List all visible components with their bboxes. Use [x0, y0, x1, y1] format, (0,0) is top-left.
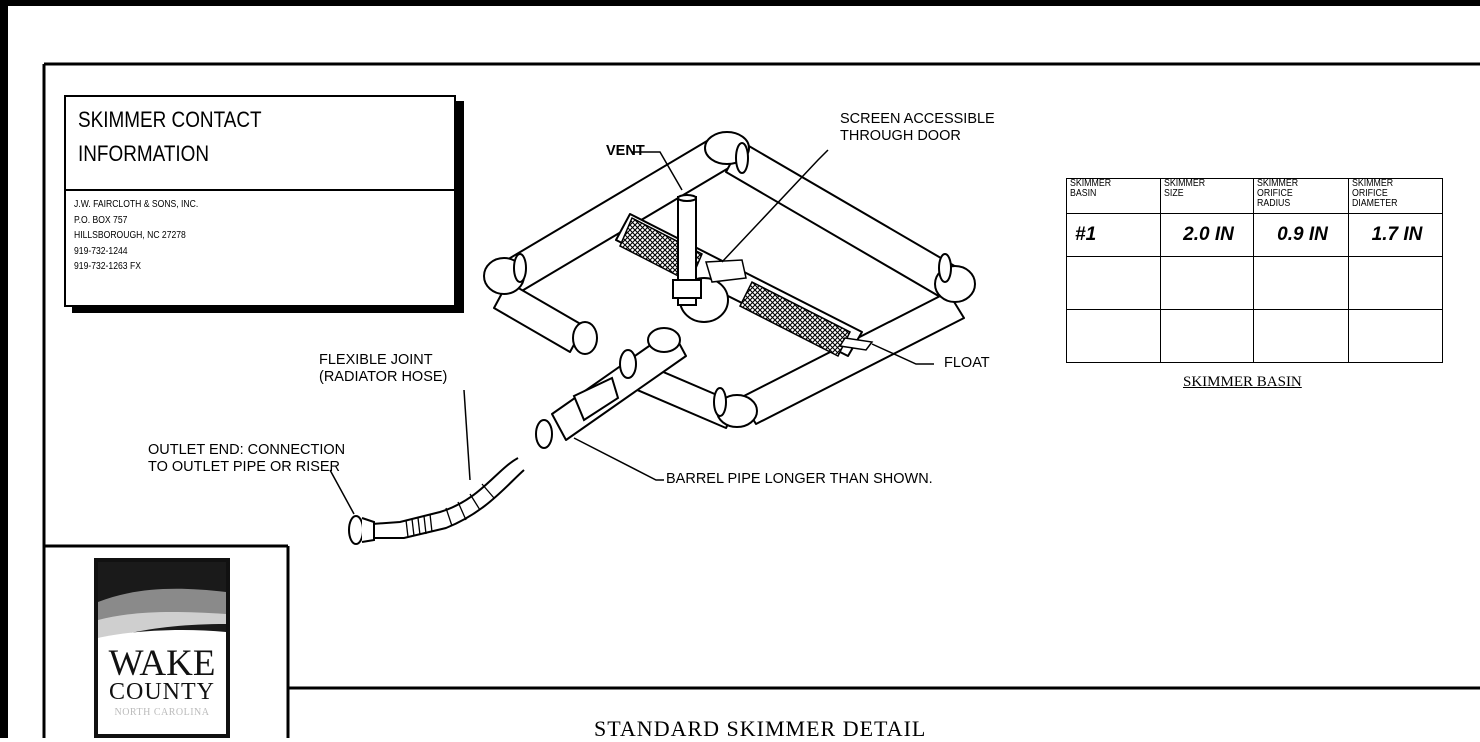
float-label: FLOAT — [944, 355, 990, 371]
screen-leader — [721, 149, 829, 263]
logo-word-state: NORTH CAROLINA — [114, 707, 210, 718]
screen-mesh-right — [738, 280, 852, 358]
outlet-end-line1: OUTLET END: CONNECTION — [148, 442, 346, 458]
vent-label: VENT — [606, 143, 645, 159]
contact-phone: 919-732-1244 — [74, 245, 128, 257]
outlet-end-label: OUTLET END: CONNECTION TO OUTLET PIPE OR… — [148, 442, 345, 476]
table-cell — [1253, 256, 1349, 310]
table-header-cell: SKIMMER ORIFICE DIAMETER — [1348, 178, 1443, 214]
screen-label-line2: THROUGH DOOR — [840, 128, 961, 144]
outlet-end-line2: TO OUTLET PIPE OR RISER — [148, 459, 341, 475]
detail-title: STANDARD SKIMMER DETAIL — [594, 716, 927, 741]
table-header-cell: SKIMMER SIZE — [1160, 178, 1254, 214]
cell-radius: 0.9 IN — [1253, 213, 1349, 257]
table-cell — [1066, 309, 1161, 363]
table-cell — [1348, 256, 1443, 310]
contact-info-box: SKIMMER CONTACT INFORMATION J.W. FAIRCLO… — [64, 95, 456, 307]
table-cell — [1348, 309, 1443, 363]
table-row: #1 2.0 IN 0.9 IN 1.7 IN — [1066, 213, 1443, 257]
flexible-joint-line1: FLEXIBLE JOINT — [319, 352, 433, 368]
pipe-right-lower — [739, 291, 965, 425]
table-header-cell: SKIMMER ORIFICE RADIUS — [1253, 178, 1349, 214]
flexible-joint-label: FLEXIBLE JOINT (RADIATOR HOSE) — [319, 352, 447, 386]
cell-basin: #1 — [1066, 213, 1161, 257]
header-diameter: SKIMMER ORIFICE DIAMETER — [1352, 178, 1398, 209]
skimmer-table: SKIMMER BASIN SKIMMER SIZE SKIMMER ORIFI… — [1066, 178, 1443, 363]
table-row — [1066, 256, 1443, 310]
wake-county-logo: WAKE COUNTY NORTH CAROLINA — [94, 558, 230, 738]
table-cell — [1160, 309, 1254, 363]
barrel-leader — [573, 437, 664, 481]
logo-word-wake: WAKE — [108, 643, 216, 684]
contact-fax: 919-732-1263 FX — [74, 261, 141, 272]
float-leader — [871, 343, 934, 365]
header-size: SKIMMER SIZE — [1164, 178, 1206, 199]
header-radius: SKIMMER ORIFICE RADIUS — [1257, 178, 1299, 209]
screen-label-line1: SCREEN ACCESSIBLE — [840, 111, 995, 127]
header-basin: SKIMMER BASIN — [1070, 178, 1112, 199]
cell-diameter: 1.7 IN — [1348, 213, 1443, 257]
flex-leader — [463, 389, 471, 481]
flexible-hose — [371, 457, 519, 525]
table-cell — [1253, 309, 1349, 363]
flexible-joint-line2: (RADIATOR HOSE) — [319, 369, 448, 385]
table-cell — [1066, 256, 1161, 310]
cell-size: 2.0 IN — [1160, 213, 1254, 257]
table-header-cell: SKIMMER BASIN — [1066, 178, 1161, 214]
contact-details: J.W. FAIRCLOTH & SONS, INC. P.O. BOX 757… — [74, 197, 198, 275]
pipe-left-arm — [493, 281, 585, 353]
contact-city: HILLSBOROUGH, NC 27278 — [74, 230, 186, 241]
contact-title: SKIMMER CONTACT INFORMATION — [78, 103, 262, 171]
contact-pobox: P.O. BOX 757 — [74, 214, 128, 226]
table-cell — [1160, 256, 1254, 310]
contact-company: J.W. FAIRCLOTH & SONS, INC. — [74, 199, 199, 210]
logo-word-county: COUNTY — [109, 679, 215, 705]
vent-leader — [632, 151, 683, 191]
table-caption: SKIMMER BASIN — [1183, 374, 1302, 390]
table-row — [1066, 309, 1443, 363]
screen-label: SCREEN ACCESSIBLE THROUGH DOOR — [840, 111, 995, 145]
outlet-leader — [329, 469, 355, 515]
contact-title-line2: INFORMATION — [78, 141, 210, 166]
contact-title-line1: SKIMMER CONTACT — [78, 107, 262, 132]
contact-divider — [66, 189, 454, 191]
logo-graphic — [98, 562, 226, 734]
barrel-pipe-label: BARREL PIPE LONGER THAN SHOWN. — [666, 471, 933, 487]
table-header-row: SKIMMER BASIN SKIMMER SIZE SKIMMER ORIFI… — [1066, 178, 1443, 214]
